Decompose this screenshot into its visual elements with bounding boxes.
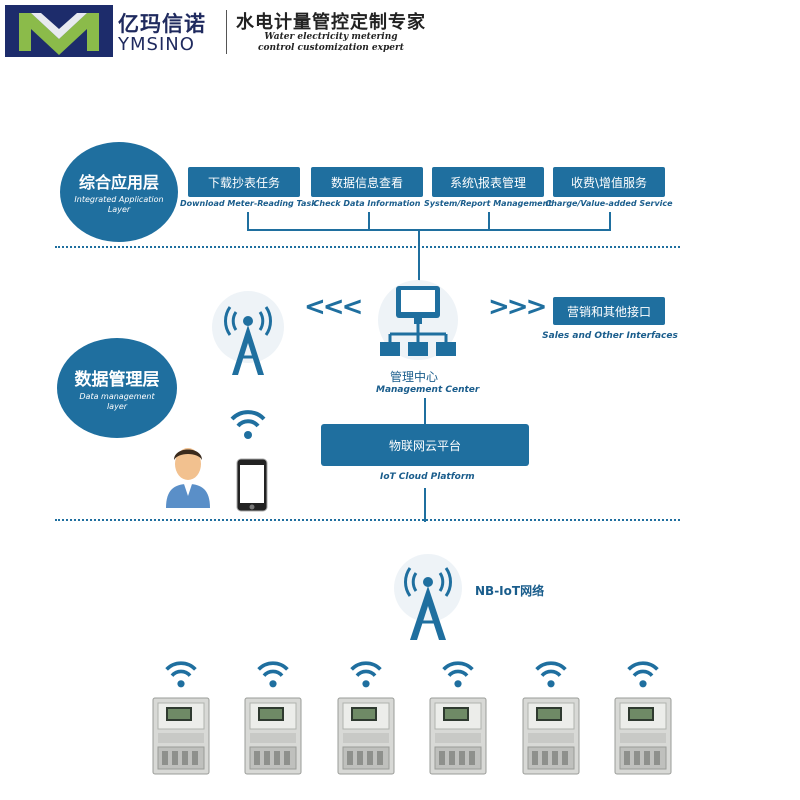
- network-diagram-icon: [378, 280, 458, 360]
- slogan-cn: 水电计量管控定制专家: [236, 12, 426, 33]
- slogan-en: Water electricity metering control custo…: [236, 32, 426, 54]
- connector-task-3: [488, 212, 490, 230]
- brand-name-en: YMSINO: [118, 34, 195, 55]
- task-check-data-label: Check Data Information: [313, 199, 421, 208]
- electric-meter-icon: [614, 697, 672, 775]
- connector-task-1: [247, 212, 249, 230]
- slogan-en-line-2: control customization expert: [258, 43, 404, 53]
- management-center-subtitle: Management Center: [376, 385, 480, 395]
- management-center-title: 管理中心: [390, 370, 439, 384]
- task-charge-label: Charge/Value-added Service: [545, 199, 673, 208]
- electric-meter-icon: [429, 697, 487, 775]
- iot-cloud-platform-box: 物联网云平台: [321, 424, 529, 466]
- phone-icon: [236, 458, 268, 512]
- task-download: 下载抄表任务: [188, 167, 300, 197]
- logo-m-icon: [5, 5, 113, 57]
- person-icon: [166, 448, 210, 508]
- layer-separator-1: [55, 246, 680, 248]
- wifi-icon: [535, 661, 567, 688]
- data-layer-subtitle: Data management layer: [79, 391, 155, 411]
- connector-cloud-network: [424, 488, 426, 522]
- wifi-icon: [627, 661, 659, 688]
- electric-meter-icon: [522, 697, 580, 775]
- slogan-en-line-1: Water electricity metering: [264, 32, 398, 42]
- data-layer-title: 数据管理层: [74, 369, 160, 390]
- connector-task-bus: [247, 229, 611, 231]
- data-layer-circle: 数据管理层 Data management layer: [57, 338, 177, 438]
- wifi-icon: [442, 661, 474, 688]
- connector-main-down: [418, 229, 420, 281]
- tower-icon: [394, 554, 462, 640]
- application-layer-circle: 综合应用层 Integrated Application Layer: [60, 142, 178, 242]
- company-logo: [5, 5, 113, 57]
- connector-task-2: [368, 212, 370, 230]
- iot-cloud-platform-label: IoT Cloud Platform: [380, 472, 475, 482]
- brand-name-cn: 亿玛信诺: [118, 12, 206, 36]
- electric-meter-icon: [244, 697, 302, 775]
- task-check-data: 数据信息查看: [311, 167, 423, 197]
- task-charge: 收费\增值服务: [553, 167, 665, 197]
- electric-meter-icon: [337, 697, 395, 775]
- layer-separator-2: [55, 519, 680, 521]
- sales-interfaces-box: 营销和其他接口: [553, 297, 665, 325]
- application-layer-title: 综合应用层: [78, 173, 159, 192]
- tower-icon: [212, 291, 284, 375]
- wifi-icon: [230, 410, 266, 439]
- task-system-report: 系统\报表管理: [432, 167, 544, 197]
- application-layer-subtitle: Integrated Application Layer: [74, 195, 164, 214]
- arrows-left: <<<: [304, 292, 363, 322]
- arrows-right: >>>: [488, 292, 547, 322]
- task-download-label: Download Meter-Reading Task: [180, 199, 317, 208]
- connector-mc-cloud: [424, 398, 426, 424]
- nb-iot-network-label: NB-IoT网络: [475, 584, 545, 598]
- electric-meter-icon: [152, 697, 210, 775]
- header-divider: [226, 10, 227, 54]
- wifi-icon: [257, 661, 289, 688]
- wifi-icon: [165, 661, 197, 688]
- connector-task-4: [609, 212, 611, 230]
- task-system-report-label: System/Report Management: [424, 199, 553, 208]
- sales-interfaces-label: Sales and Other Interfaces: [542, 331, 678, 341]
- wifi-icon: [350, 661, 382, 688]
